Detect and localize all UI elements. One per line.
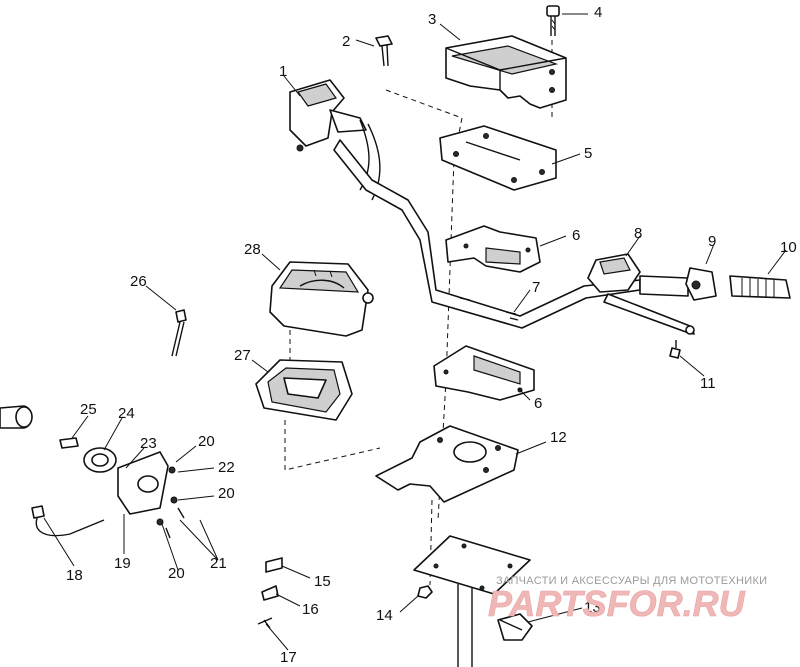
switch-housing-part bbox=[445, 35, 567, 109]
callout-8: 8 bbox=[634, 225, 642, 242]
throttle-housing-part bbox=[587, 253, 695, 335]
callout-1: 1 bbox=[279, 63, 287, 80]
callout-21: 21 bbox=[210, 555, 227, 572]
callout-25: 25 bbox=[80, 401, 97, 418]
callout-9: 9 bbox=[708, 233, 716, 250]
callout-20-bottom: 20 bbox=[168, 565, 185, 582]
callout-6-upper: 6 bbox=[572, 227, 580, 244]
mounting-bracket-part bbox=[375, 425, 519, 503]
left-switch-cluster bbox=[0, 405, 185, 539]
callout-14: 14 bbox=[376, 607, 393, 624]
callout-20-middle: 20 bbox=[218, 485, 235, 502]
callout-26: 26 bbox=[130, 273, 147, 290]
watermark-tagline: ЗАПЧАСТИ И АКСЕССУАРЫ ДЛЯ МОТОТЕХНИКИ bbox=[496, 575, 767, 587]
callout-13: 13 bbox=[584, 599, 601, 616]
callout-4: 4 bbox=[594, 4, 602, 21]
bolt-part-4 bbox=[546, 5, 560, 36]
callout-19: 19 bbox=[114, 555, 131, 572]
callout-2: 2 bbox=[342, 33, 350, 50]
callout-10: 10 bbox=[780, 239, 797, 256]
watermark-logo: PARTSFOR.RU bbox=[488, 583, 746, 624]
callout-7: 7 bbox=[532, 279, 540, 296]
callout-27: 27 bbox=[234, 347, 251, 364]
callout-3: 3 bbox=[428, 11, 436, 28]
callout-28: 28 bbox=[244, 241, 261, 258]
callout-12: 12 bbox=[550, 429, 567, 446]
mount-plate-part-5 bbox=[439, 125, 557, 191]
callout-5: 5 bbox=[584, 145, 592, 162]
bolt-part-2 bbox=[375, 35, 393, 67]
cable-part-26 bbox=[171, 309, 187, 357]
handlebar-clamp-upper-part bbox=[445, 225, 541, 273]
steering-post-plate bbox=[413, 535, 531, 667]
small-parts-15-17 bbox=[257, 557, 283, 629]
callout-labels: 1 2 3 4 5 6 7 8 9 10 11 6 12 13 14 15 16… bbox=[66, 4, 797, 666]
watermark: ЗАПЧАСТИ И АКСЕССУАРЫ ДЛЯ МОТОТЕХНИКИ PA… bbox=[488, 575, 767, 624]
speedometer-bezel-part bbox=[255, 359, 353, 421]
callout-17: 17 bbox=[280, 649, 297, 666]
throttle-collar-part bbox=[685, 267, 717, 301]
callout-6-lower: 6 bbox=[534, 395, 542, 412]
callout-20-top: 20 bbox=[198, 433, 215, 450]
callout-24: 24 bbox=[118, 405, 135, 422]
nut-part-14 bbox=[417, 585, 433, 599]
handlebar-clamp-lower-part bbox=[433, 345, 535, 401]
screw-part-11 bbox=[669, 340, 681, 359]
callout-11: 11 bbox=[700, 375, 716, 392]
callout-22: 22 bbox=[218, 459, 235, 476]
speedometer-part bbox=[269, 261, 374, 337]
callout-16: 16 bbox=[302, 601, 319, 618]
hand-grip-part bbox=[729, 275, 791, 299]
callout-15: 15 bbox=[314, 573, 331, 590]
callout-18: 18 bbox=[66, 567, 83, 584]
callout-23: 23 bbox=[140, 435, 157, 452]
clip-part-13 bbox=[497, 613, 533, 641]
leader-lines bbox=[43, 13, 787, 651]
